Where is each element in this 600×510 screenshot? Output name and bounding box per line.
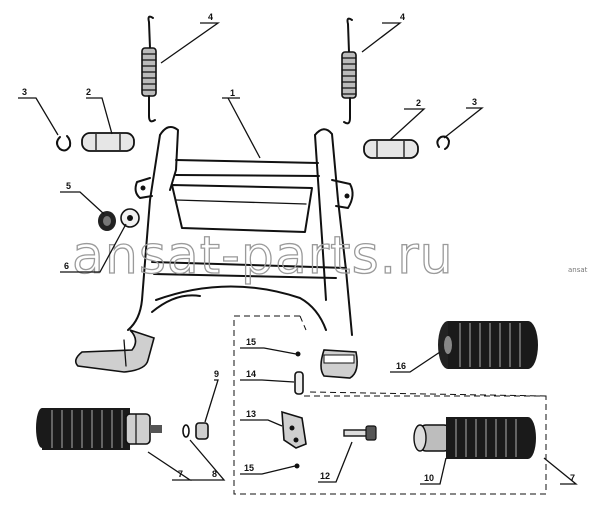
callout-10: 10 — [424, 473, 434, 483]
callout-7-left: 7 — [178, 469, 183, 479]
foot-pedal — [74, 329, 155, 373]
ring-15-lower — [294, 463, 300, 469]
spring-left — [141, 15, 157, 123]
pin-left — [81, 132, 135, 152]
bolt-12 — [343, 425, 377, 441]
rubber-grip-16 — [438, 321, 538, 369]
callout-4-right: 4 — [400, 12, 405, 22]
callout-3-right: 3 — [472, 97, 477, 107]
bracket-13 — [281, 410, 307, 449]
nut — [98, 211, 116, 231]
pin-14 — [294, 371, 304, 395]
callout-4-left: 4 — [208, 12, 213, 22]
watermark: ansat-parts.ru — [72, 226, 454, 286]
ring-15-upper — [295, 351, 301, 357]
callout-15-upper: 15 — [246, 337, 256, 347]
callout-15-lower: 15 — [244, 463, 254, 473]
spring-right — [341, 17, 357, 125]
callout-6: 6 — [64, 261, 69, 271]
stand-foot-right — [320, 349, 358, 379]
callout-5: 5 — [66, 181, 71, 191]
watermark-small: ansat — [568, 266, 588, 274]
assembly-outline — [233, 315, 547, 495]
leader-lines — [18, 22, 578, 485]
clip-right — [436, 135, 450, 150]
grip-10 — [413, 417, 536, 459]
callout-2-right: 2 — [416, 98, 421, 108]
callout-7-right: 7 — [570, 473, 575, 483]
nut-9 — [195, 422, 209, 440]
callout-labels: 1 2 2 3 3 4 4 5 6 7 7 8 9 10 12 13 14 15… — [22, 12, 575, 483]
callout-9: 9 — [214, 369, 219, 379]
main-stand — [74, 125, 358, 379]
callout-16: 16 — [396, 361, 406, 371]
callout-14: 14 — [246, 369, 256, 379]
washer-8 — [182, 424, 190, 438]
pin-right — [363, 139, 419, 159]
callout-13: 13 — [246, 409, 256, 419]
callout-1: 1 — [230, 88, 235, 98]
washer — [120, 208, 140, 228]
callout-3-left: 3 — [22, 87, 27, 97]
clip-left — [56, 135, 72, 152]
grip-7 — [36, 408, 162, 450]
callout-8: 8 — [212, 469, 217, 479]
callout-2-left: 2 — [86, 87, 91, 97]
callout-12: 12 — [320, 471, 330, 481]
